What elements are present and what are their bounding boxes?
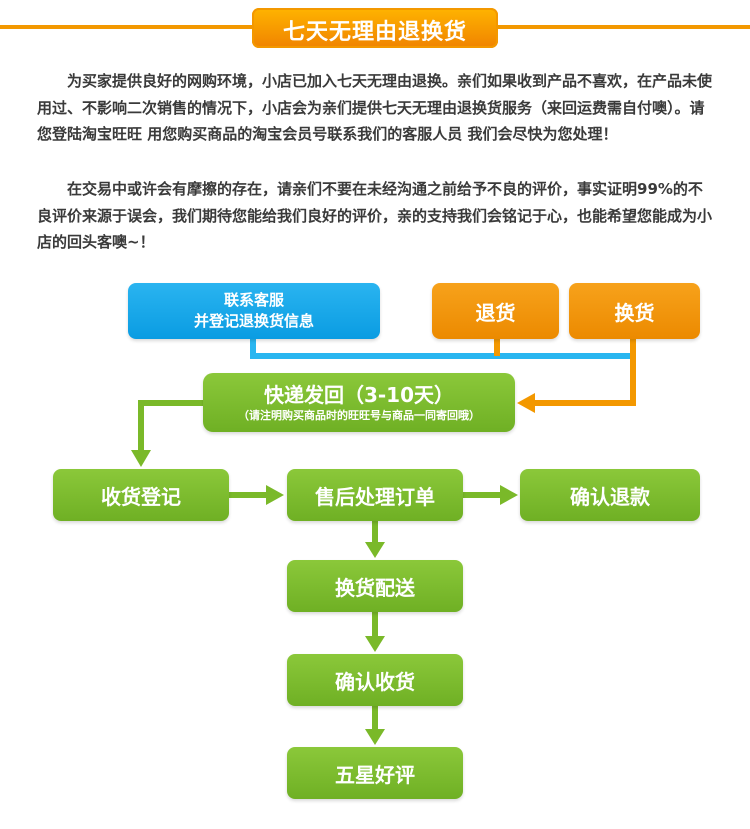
policy-paragraph: 为买家提供良好的网购环境，小店已加入七天无理由退换。亲们如果收到产品不喜欢，在产… <box>37 72 713 143</box>
arrowhead-deliver <box>365 542 385 558</box>
exchange-delivery-box: 换货配送 <box>287 560 463 612</box>
confirm-refund-box: 确认退款 <box>520 469 700 521</box>
aftersale-process-box: 售后处理订单 <box>287 469 463 521</box>
return-box: 退货 <box>432 283 559 339</box>
page-title: 七天无理由退换货 <box>282 20 467 45</box>
receive-register-label: 收货登记 <box>101 484 181 509</box>
connector-exchange <box>535 339 636 406</box>
contact-line2: 并登记退换货信息 <box>193 312 314 330</box>
header-rule-left <box>0 25 258 29</box>
aftersale-process-label: 售后处理订单 <box>315 484 435 509</box>
five-star-review-box: 五星好评 <box>287 747 463 799</box>
arrowhead-refund <box>500 485 518 505</box>
arrowhead-to-ship <box>517 393 535 413</box>
contact-service-box: 联系客服 并登记退换货信息 <box>128 283 380 339</box>
review-paragraph: 在交易中或许会有摩擦的存在，请亲们不要在未经沟通之前给予不良的评价，事实证明99… <box>37 180 713 251</box>
header-rule-right <box>494 25 750 29</box>
ship-back-note: （请注明购买商品时的旺旺号与商品一同寄回哦） <box>238 408 480 422</box>
receive-register-box: 收货登记 <box>53 469 229 521</box>
confirm-receipt-label: 确认收货 <box>335 669 415 694</box>
header-badge: 七天无理由退换货 <box>252 8 498 48</box>
arrowhead-process <box>266 485 284 505</box>
ship-back-box: 快递发回（3-10天） （请注明购买商品时的旺旺号与商品一同寄回哦） <box>203 373 515 432</box>
confirm-refund-label: 确认退款 <box>570 484 650 509</box>
five-star-review-label: 五星好评 <box>335 762 415 787</box>
connector-contact <box>250 339 633 359</box>
return-label: 退货 <box>475 300 516 325</box>
ship-back-label: 快递发回（3-10天） <box>263 382 455 407</box>
contact-line1: 联系客服 <box>223 291 284 309</box>
confirm-receipt-box: 确认收货 <box>287 654 463 706</box>
arrowhead-review <box>365 729 385 745</box>
exchange-box: 换货 <box>569 283 700 339</box>
arrowhead-confirm <box>365 636 385 652</box>
arrowhead-receive <box>131 450 151 467</box>
exchange-delivery-label: 换货配送 <box>335 575 415 600</box>
exchange-label: 换货 <box>614 300 655 325</box>
connector-ship-to-receive <box>138 400 203 452</box>
